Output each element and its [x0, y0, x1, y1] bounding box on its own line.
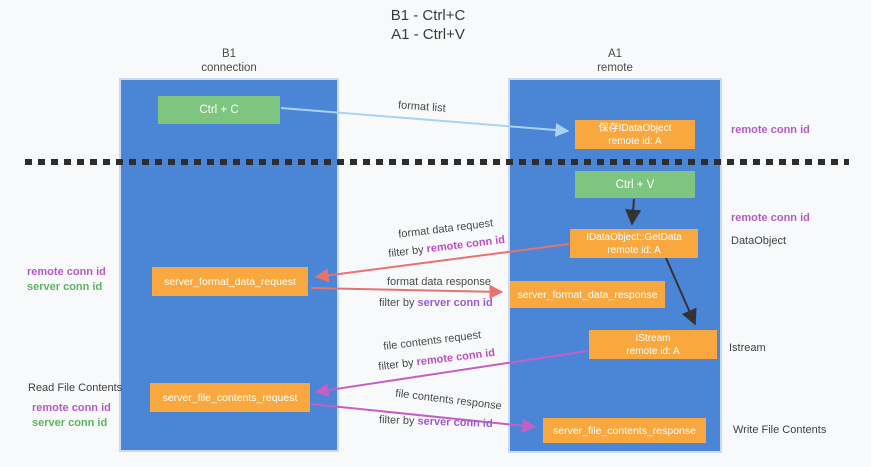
title-line-2: A1 - Ctrl+V — [391, 26, 465, 43]
filter-key-remote-conn-id: remote conn id — [415, 346, 496, 369]
ctrl-v-label: Ctrl + V — [615, 178, 655, 191]
lane-a1-role: remote — [597, 62, 633, 74]
lane-header-a1: A1 remote — [555, 47, 675, 75]
label-left-remote-conn-2: remote conn id — [32, 402, 111, 414]
arrow-format-data-response — [310, 284, 504, 299]
filter-key-server-conn-id: server conn id — [417, 297, 493, 309]
label-left-server-conn-1: server conn id — [27, 281, 103, 293]
node-server-format-data-response: server_format_data_response — [510, 281, 665, 308]
label-read-file-contents: Read File Contents — [28, 382, 123, 394]
label-file-contents-response: file contents response — [394, 387, 503, 413]
node-idataobject-getdata: IDataObject::GetData remote id: A — [570, 229, 698, 258]
getdata-line1: IDataObject::GetData — [586, 231, 682, 243]
filter-prefix: filter by — [387, 243, 428, 261]
title-line-1: B1 - Ctrl+C — [390, 7, 466, 24]
format-response-label: server_format_data_response — [517, 288, 658, 301]
filter-prefix: filter by — [378, 414, 418, 428]
node-server-file-contents-response: server_file_contents_response — [543, 418, 706, 443]
label-remote-conn-id-mid: remote conn id — [731, 212, 810, 224]
label-remote-conn-id-top: remote conn id — [731, 124, 810, 136]
dashed-divider — [25, 159, 849, 165]
filter-prefix: filter by — [379, 297, 418, 309]
lane-b1-name: B1 — [221, 48, 237, 60]
format-request-label: server_format_data_request — [164, 275, 296, 288]
getdata-line2: remote id: A — [607, 244, 661, 256]
filter-prefix: filter by — [377, 356, 418, 374]
istream-line2: remote id: A — [626, 345, 680, 357]
label-file-contents-response-filter: filter by server conn id — [379, 414, 493, 430]
filter-key-remote-conn-id: remote conn id — [425, 233, 506, 256]
label-dataobject: DataObject — [731, 235, 787, 247]
save-idataobject-line1: 保存IDataObject — [598, 122, 672, 134]
label-left-conn-ids-1: remote conn id server conn id — [27, 265, 106, 295]
lane-b1-role: connection — [201, 62, 257, 74]
save-idataobject-line2: remote id: A — [608, 135, 662, 147]
label-left-server-conn-2: server conn id — [32, 417, 108, 429]
label-left-remote-conn-1: remote conn id — [27, 266, 106, 278]
lane-a1-name: A1 — [607, 48, 623, 60]
lane-header-b1: B1 connection — [169, 47, 289, 75]
label-format-data-response-filter: filter by server conn id — [379, 297, 493, 309]
node-server-file-contents-request: server_file_contents_request — [150, 383, 310, 412]
node-save-idataobject: 保存IDataObject remote id: A — [575, 120, 695, 149]
file-request-label: server_file_contents_request — [162, 391, 298, 404]
label-left-conn-ids-2: remote conn id server conn id — [32, 401, 111, 431]
label-format-data-response: format data response — [387, 276, 491, 288]
label-istream: Istream — [729, 342, 766, 354]
node-server-format-data-request: server_format_data_request — [152, 267, 308, 296]
label-format-list: format list — [397, 99, 447, 115]
node-ctrl-v: Ctrl + V — [575, 171, 695, 198]
label-write-file-contents: Write File Contents — [733, 424, 827, 436]
node-istream: IStream remote id: A — [589, 330, 717, 359]
ctrl-c-label: Ctrl + C — [199, 104, 239, 116]
filter-key-server-conn-id: server conn id — [417, 415, 493, 430]
node-ctrl-c: Ctrl + C — [158, 96, 280, 124]
diagram-title: B1 - Ctrl+C A1 - Ctrl+V — [298, 6, 558, 44]
file-response-label: server_file_contents_response — [552, 424, 696, 437]
istream-line1: IStream — [635, 332, 671, 344]
